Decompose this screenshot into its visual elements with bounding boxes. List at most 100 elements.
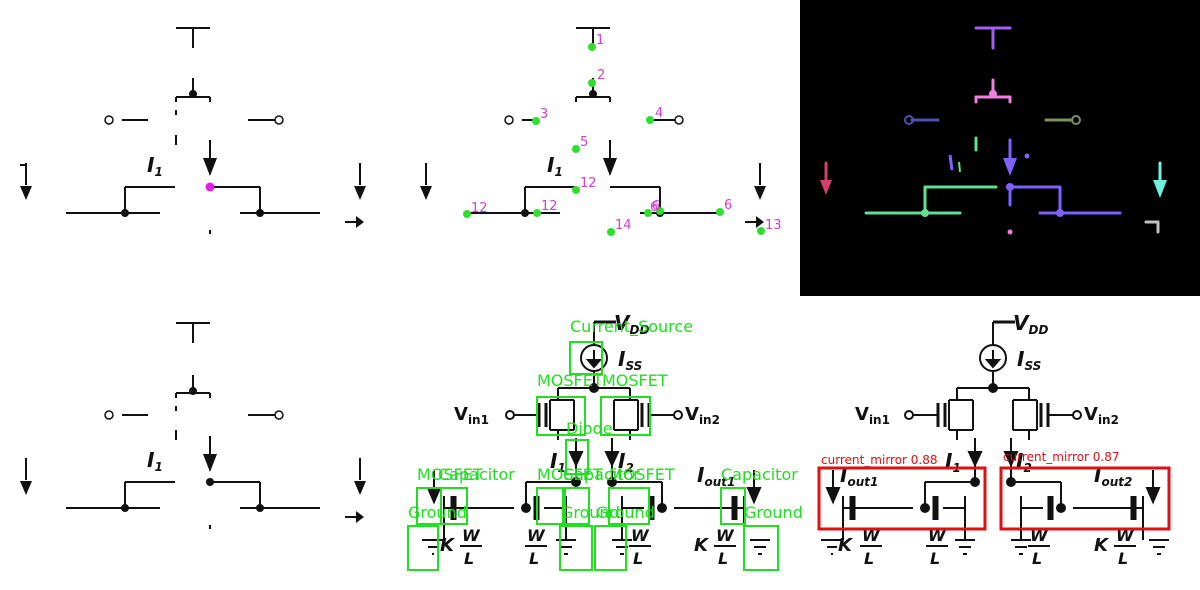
- keypoint-14: [607, 228, 615, 236]
- svg-text:W: W: [462, 526, 481, 545]
- svg-text:K: K: [440, 535, 456, 556]
- svg-text:1: 1: [596, 33, 604, 48]
- svg-text:K: K: [838, 535, 854, 556]
- detection-label-overlap-left: MOSFET: [417, 465, 483, 484]
- detection-label-ground-b: Ground: [561, 503, 620, 522]
- detection-label-overlap-mid: MOSFET: [537, 465, 603, 484]
- detection-box-mosfet-right: [600, 396, 651, 436]
- detection-labels: Current_Source MOSFET MOSFET Diode MOSFE…: [408, 317, 803, 522]
- panel-raw-schematic: [20, 27, 361, 234]
- classification-label-right: current_mirror 0.87: [1003, 450, 1120, 464]
- svg-text:L: L: [1032, 549, 1042, 568]
- classification-label-left: current_mirror 0.88: [821, 453, 938, 467]
- svg-text:4: 4: [655, 106, 663, 121]
- svg-text:W: W: [862, 526, 881, 545]
- keypoint-3: [532, 117, 540, 125]
- keypoint-6b: [656, 207, 664, 215]
- svg-text:ISS: ISS: [1017, 347, 1041, 373]
- keypoint-13: [757, 227, 765, 235]
- detection-box-mosfet-left: [536, 396, 586, 436]
- keypoint-12c: [533, 209, 541, 217]
- svg-text:K: K: [694, 535, 710, 556]
- svg-text:3: 3: [540, 107, 548, 122]
- svg-text:I2: I2: [618, 449, 634, 475]
- svg-text:6: 6: [650, 200, 658, 215]
- svg-text:6: 6: [652, 199, 660, 214]
- svg-text:Vin2: Vin2: [1084, 404, 1119, 427]
- svg-text:Vin1: Vin1: [454, 404, 489, 427]
- svg-text:VDD: VDD: [1013, 311, 1048, 337]
- detection-box-mosfet-center-right: [608, 487, 650, 525]
- detection-label-capacitor-mid: Capacitor: [563, 465, 640, 484]
- keypoint-4: [646, 116, 654, 124]
- svg-text:L: L: [930, 549, 940, 568]
- svg-text:6: 6: [724, 198, 732, 213]
- detection-label-ground-d: Ground: [744, 503, 803, 522]
- detection-box-ground-c: [594, 525, 627, 571]
- svg-text:I1: I1: [550, 449, 566, 475]
- svg-text:W: W: [527, 526, 546, 545]
- detection-label-diode: Diode: [566, 419, 613, 438]
- svg-text:L: L: [529, 549, 539, 568]
- svg-text:Vin1: Vin1: [855, 404, 890, 427]
- detection-box-diode: [565, 439, 589, 475]
- detection-box-mosfet-center: [562, 487, 590, 525]
- segmentation-mask-panel: [800, 0, 1200, 296]
- detection-box-ground-b: [559, 525, 593, 571]
- panel-raw-schematic-copy: [25, 322, 361, 529]
- panel-classification: VDD ISS Vin1 Vin2 I1 I2 Iout1 Iout2 K W …: [817, 311, 1171, 568]
- keypoint-12b: [463, 210, 471, 218]
- svg-text:Iout2: Iout2: [1094, 463, 1132, 489]
- raw-label-i1: I1: [147, 153, 163, 179]
- svg-text:K: K: [1094, 535, 1110, 556]
- detection-box-capacitor-right: [720, 487, 746, 525]
- svg-text:Iout1: Iout1: [697, 463, 735, 489]
- svg-text:5: 5: [580, 135, 588, 150]
- keypoint-1: [588, 43, 596, 51]
- panel-keypoints: [425, 27, 761, 223]
- svg-text:L: L: [464, 549, 474, 568]
- panel-detections: VDD ISS Vin1 Vin2 I1 I2 Iout1 K W L W L …: [407, 311, 803, 571]
- detection-label-ground-a: Ground: [408, 503, 467, 522]
- keypoint-12a: [572, 186, 580, 194]
- svg-text:12: 12: [580, 176, 597, 191]
- classification-box-right: [999, 466, 1171, 531]
- svg-text:W: W: [1116, 526, 1135, 545]
- svg-text:ISS: ISS: [618, 347, 642, 373]
- svg-text:VDD: VDD: [614, 311, 649, 337]
- keypoint-6a: [644, 209, 652, 217]
- svg-text:14: 14: [615, 218, 632, 233]
- raw-keypoint-node: [205, 182, 215, 192]
- detection-box-current-source: [569, 341, 603, 375]
- kp-label-i1: I1: [547, 153, 563, 179]
- keypoint-2: [588, 79, 596, 87]
- detection-label-overlap-right: MOSFET: [609, 465, 675, 484]
- keypoint-markers: [463, 43, 765, 236]
- detection-box-ground-a: [407, 525, 439, 571]
- detection-box-capacitor-left: [440, 487, 468, 525]
- detection-boxes: [407, 341, 779, 571]
- svg-text:W: W: [631, 526, 650, 545]
- svg-text:Vin2: Vin2: [685, 404, 720, 427]
- detection-label-current-source: Current_Source: [570, 317, 693, 337]
- detection-label-mosfet-b: MOSFET: [602, 371, 668, 390]
- detection-box-mosfet-center-left: [536, 487, 566, 525]
- detection-label-capacitor-left: Capacitor: [438, 465, 515, 484]
- copy-label-i1: I1: [147, 448, 163, 474]
- svg-text:L: L: [633, 549, 643, 568]
- classification-box-left: [817, 466, 987, 531]
- svg-text:12: 12: [541, 199, 558, 214]
- svg-text:L: L: [718, 549, 728, 568]
- keypoint-numbers: 1 2 3 4 5 12 12 12 6 6 6 14 13: [471, 33, 782, 233]
- keypoint-5: [572, 145, 580, 153]
- svg-text:I1: I1: [945, 449, 961, 475]
- svg-text:L: L: [1118, 549, 1128, 568]
- detection-label-mosfet-a: MOSFET: [537, 371, 603, 390]
- detection-label-capacitor-right: Capacitor: [721, 465, 798, 484]
- keypoint-6c: [716, 208, 724, 216]
- svg-text:L: L: [864, 549, 874, 568]
- svg-text:Iout1: Iout1: [840, 463, 878, 489]
- svg-text:W: W: [716, 526, 735, 545]
- svg-text:2: 2: [597, 68, 605, 83]
